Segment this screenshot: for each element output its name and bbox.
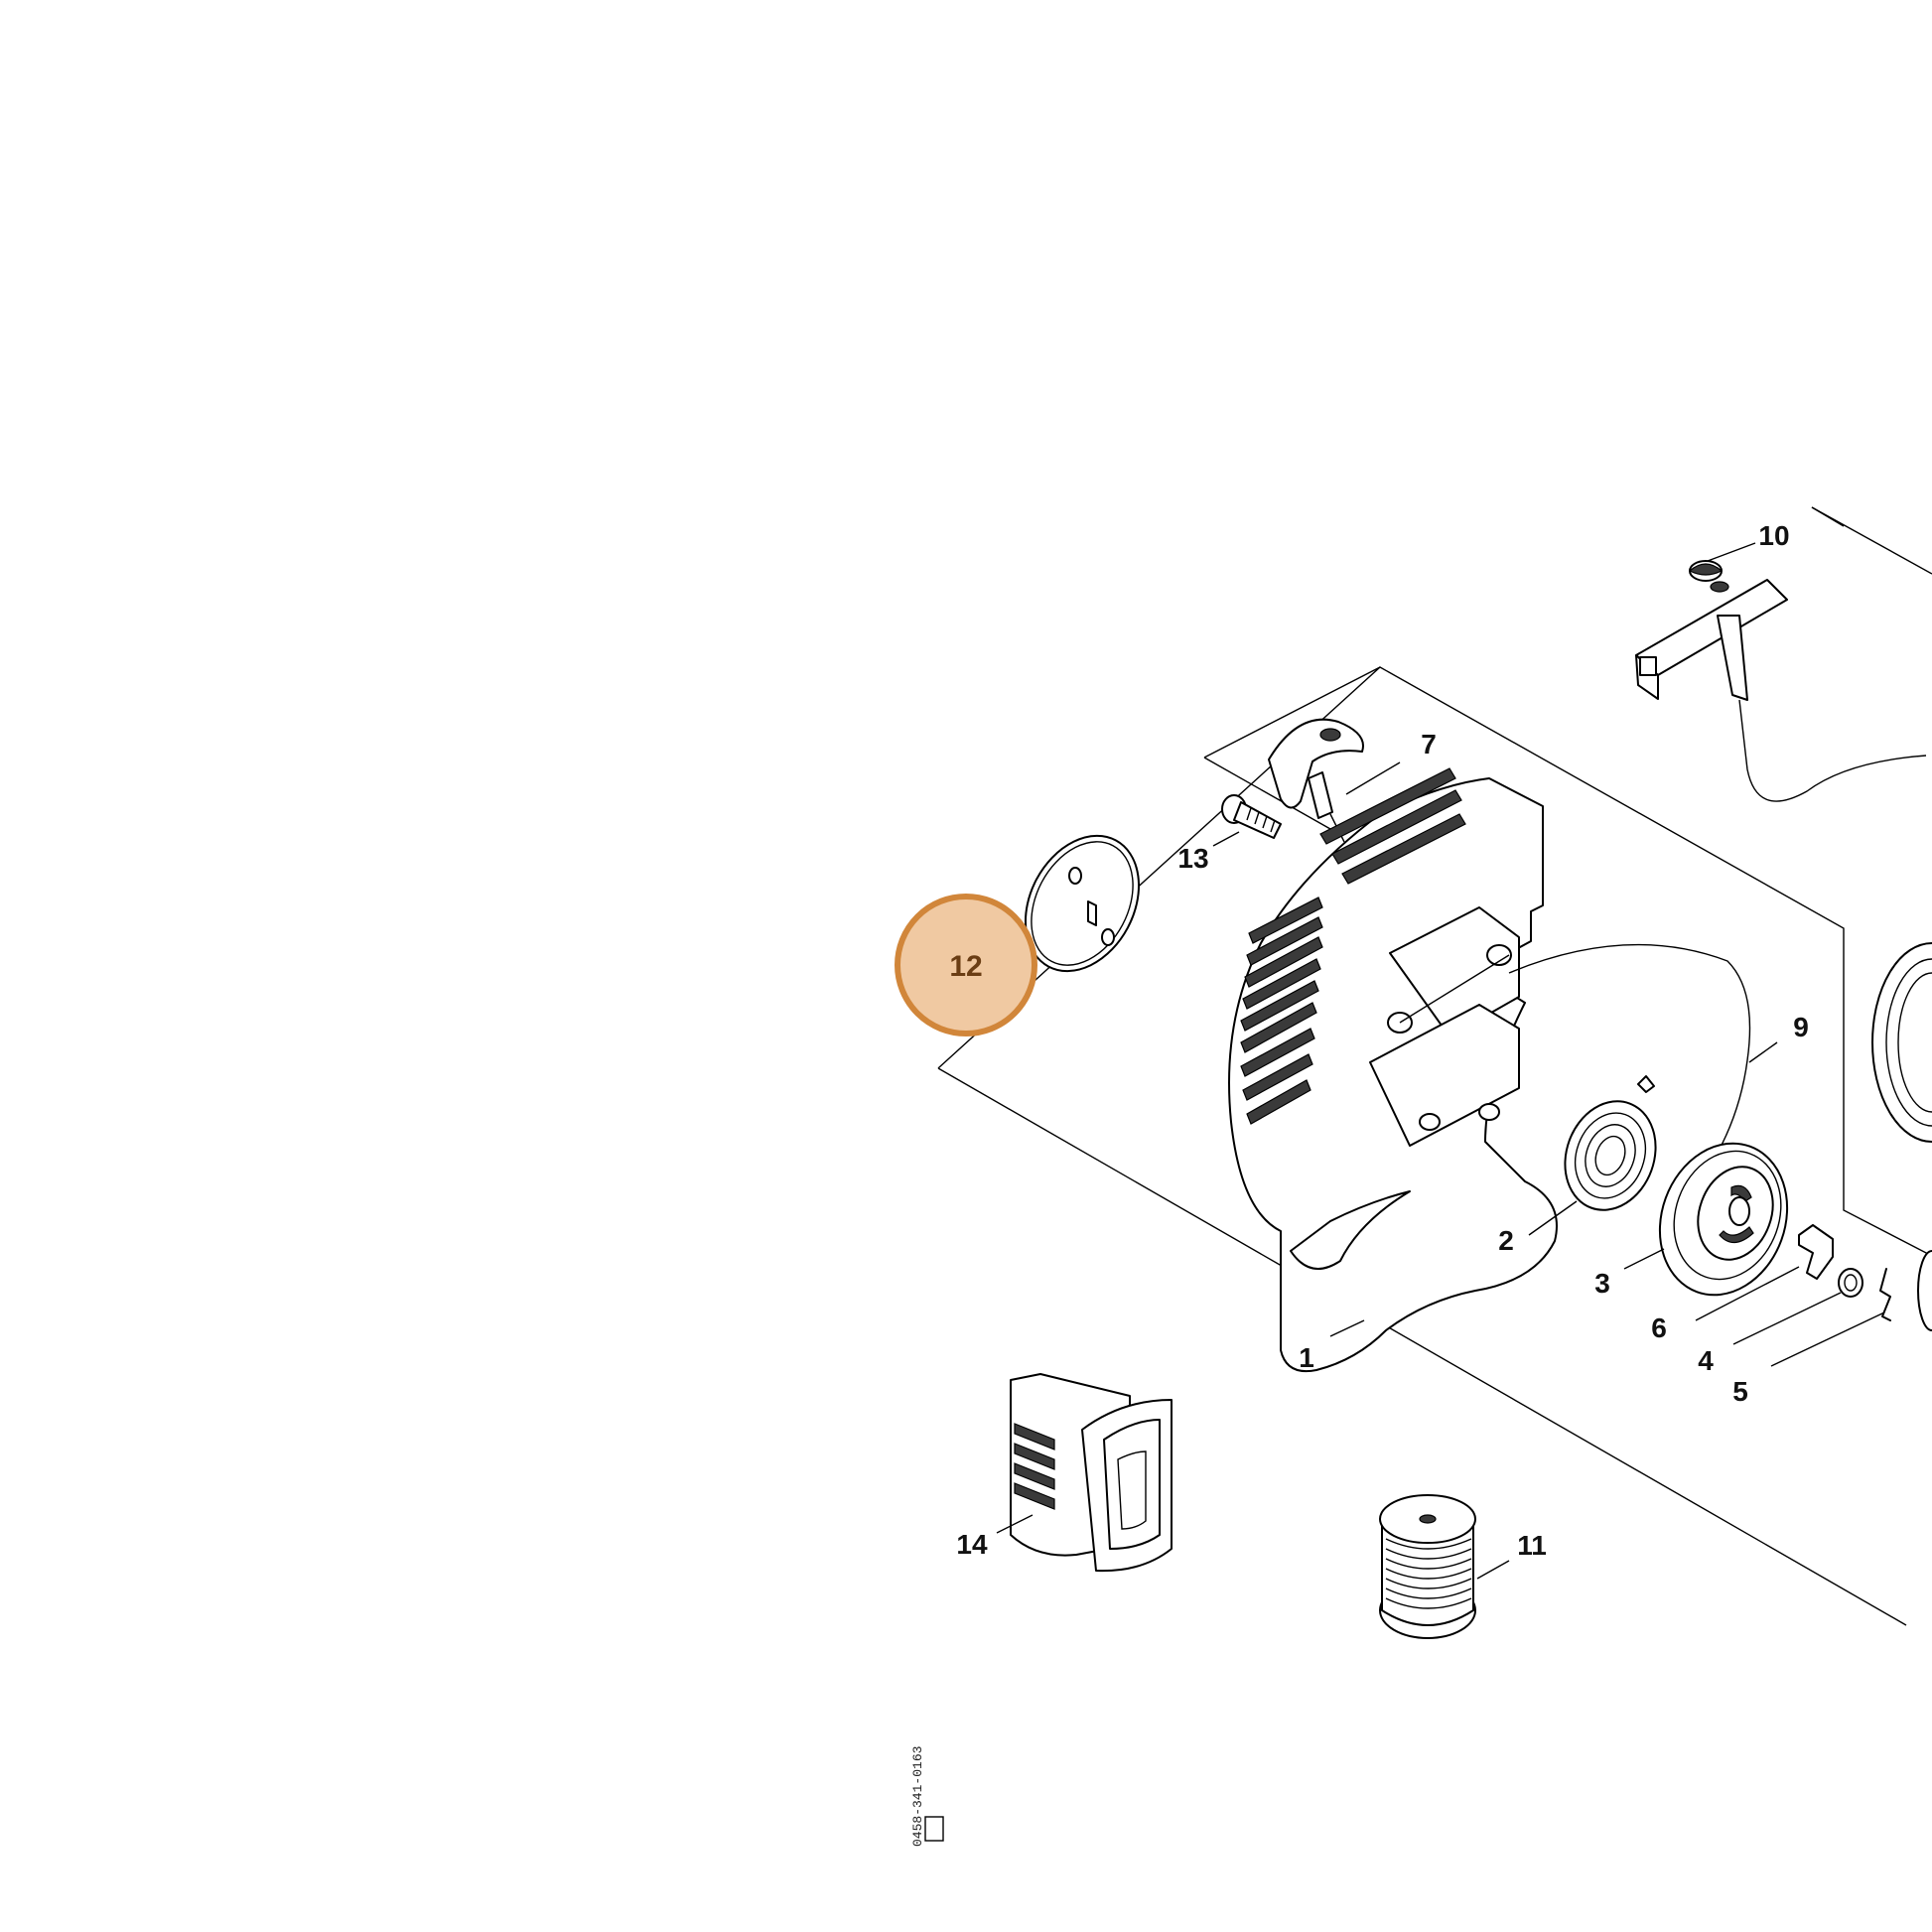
part-6-pawl[interactable] <box>1798 1224 1834 1280</box>
drawing-code: 0458-341-0163 <box>910 1746 925 1847</box>
partial-part-right-bottom <box>1917 1250 1932 1331</box>
callout-7-label[interactable]: 7 <box>1421 729 1437 759</box>
callout-9-label[interactable]: 9 <box>1793 1012 1809 1042</box>
callout-5-label[interactable]: 5 <box>1732 1376 1748 1407</box>
part-9-starter-rope[interactable] <box>1508 943 1751 1171</box>
callout-4-label[interactable]: 4 <box>1698 1345 1714 1376</box>
callout-12-label: 12 <box>949 950 982 983</box>
part-12-cover-plate[interactable] <box>1003 816 1161 991</box>
part-13-screw[interactable] <box>1221 794 1282 839</box>
callout-6-label[interactable]: 6 <box>1651 1312 1667 1343</box>
callout-1-label[interactable]: 1 <box>1299 1342 1314 1373</box>
part-7-starter-grip[interactable] <box>1268 718 1364 843</box>
callout-3-label[interactable]: 3 <box>1594 1268 1610 1299</box>
part-4-washer[interactable] <box>1838 1268 1863 1298</box>
part-2-rewind-spring[interactable] <box>1551 1075 1671 1223</box>
drawing-reference: 0458-341-0163 <box>910 1746 944 1847</box>
callout-labels: 10 7 13 9 2 3 6 4 5 1 14 11 <box>956 520 1808 1561</box>
highlight-marker[interactable]: 12 <box>895 894 1037 1036</box>
callout-2-label[interactable]: 2 <box>1498 1225 1514 1256</box>
callout-14-label[interactable]: 14 <box>956 1529 988 1560</box>
part-10-starter-grip-top[interactable] <box>1635 560 1927 802</box>
part-14-air-filter[interactable] <box>1010 1373 1173 1573</box>
drawing-code-box <box>924 1816 944 1842</box>
callout-10-label[interactable]: 10 <box>1758 520 1789 551</box>
part-3-rope-rotor[interactable] <box>1639 1125 1808 1312</box>
part-11-rope-spool[interactable] <box>1379 1494 1476 1639</box>
spool-windings <box>1385 1538 1472 1609</box>
part-5-spring-clip[interactable] <box>1879 1268 1891 1321</box>
partial-part-right-top <box>1871 942 1932 1143</box>
part-1-fan-housing[interactable] <box>1228 767 1558 1372</box>
callout-13-label[interactable]: 13 <box>1177 843 1208 874</box>
callout-11-label[interactable]: 11 <box>1517 1530 1547 1561</box>
housing-grille <box>1240 767 1466 1125</box>
